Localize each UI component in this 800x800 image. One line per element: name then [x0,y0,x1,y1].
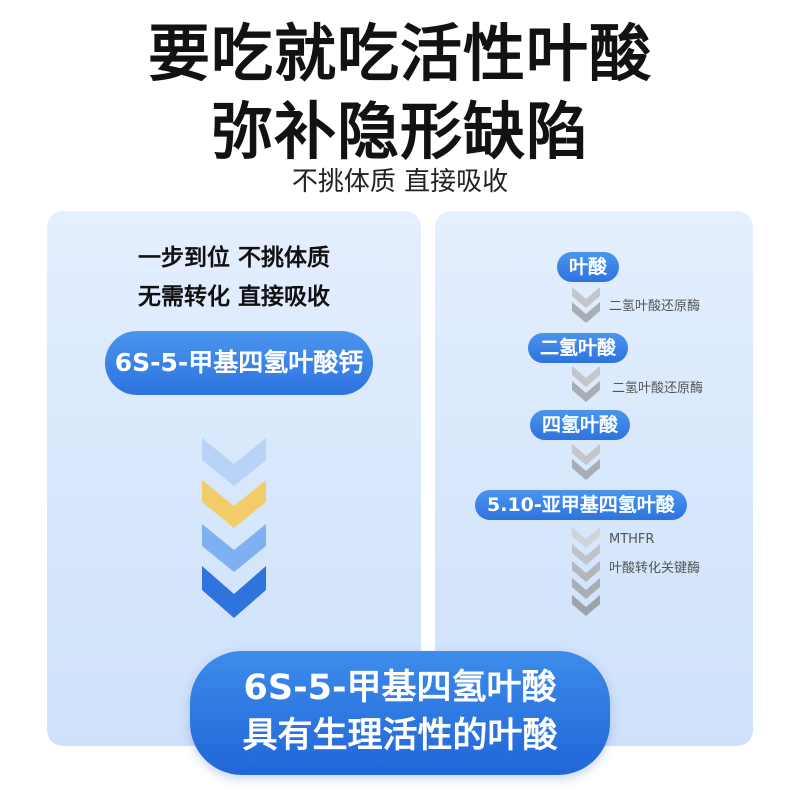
headline-line-2: 弥补隐形缺陷 [210,95,589,168]
enzyme-label: MTHFR [609,532,655,547]
step-pill-methylene-thf: 5.10-亚甲基四氢叶酸 [475,490,687,520]
left-intro-line-1: 一步到位 不挑体质 [137,245,330,271]
step-pill-folic-acid: 叶酸 [557,252,620,282]
chevron-arrow-2 [202,480,266,528]
enzyme-label: 二氢叶酸还原酶 [609,299,701,314]
chevron-down-icon [572,527,600,616]
bottom-pill-line-1: 6S-5-甲基四氢叶酸 [243,668,557,708]
chevron-arrow-3 [202,524,266,572]
chevron-down-stack-icon [202,438,266,618]
chevron-down-icon [572,287,600,323]
step-pill-dihydrofolate: 二氢叶酸 [528,333,629,363]
enzyme-label: 二氢叶酸还原酶 [612,381,704,396]
chevron-arrow-4 [202,566,266,618]
step-pill-tetrahydrofolate: 四氢叶酸 [530,410,631,440]
chevron-down-icon [572,444,600,480]
bottom-summary-pill: 6S-5-甲基四氢叶酸 具有生理活性的叶酸 [190,651,610,775]
subtitle: 不挑体质 直接吸收 [291,167,509,197]
chevron-arrow-1 [202,438,266,486]
bottom-pill-line-2: 具有生理活性的叶酸 [242,716,558,756]
left-intro-line-2: 无需转化 直接吸收 [137,284,330,310]
chevron-down-icon [572,366,600,402]
enzyme-label: 叶酸转化关键酶 [609,561,701,576]
product-pill: 6S-5-甲基四氢叶酸钙 [105,331,373,395]
headline-line-1: 要吃就吃活性叶酸 [147,17,652,90]
